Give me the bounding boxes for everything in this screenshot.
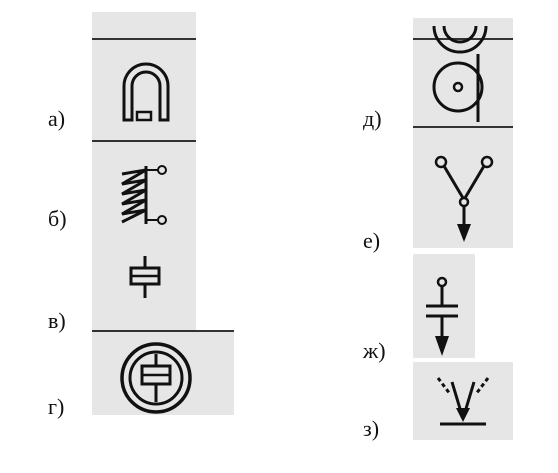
label-zh: ж) [363,338,386,363]
circle-with-dot-and-line-icon [432,25,488,122]
left-rule-1 [92,38,196,40]
horseshoe-magnet-icon [122,62,170,122]
v-branch-arrow-icon [434,155,494,242]
coil-with-core-icon [121,165,167,225]
capacitor-arrow-icon [426,276,458,356]
encircled-capacitor-icon [120,342,192,414]
label-g: г) [48,394,65,419]
right-rule-2 [413,126,513,128]
capacitor-element-icon [129,256,161,298]
label-b: б) [48,206,67,231]
radiation-arrows-icon [436,377,490,426]
label-a: а) [48,106,66,131]
left-rule-2 [92,140,196,142]
label-e: е) [363,228,381,253]
left-rule-3 [92,330,234,332]
label-v: в) [48,308,66,333]
label-d: д) [363,106,382,131]
label-z: з) [363,416,380,441]
right-rule-1 [413,38,513,40]
right-panel-bottom [413,362,513,440]
